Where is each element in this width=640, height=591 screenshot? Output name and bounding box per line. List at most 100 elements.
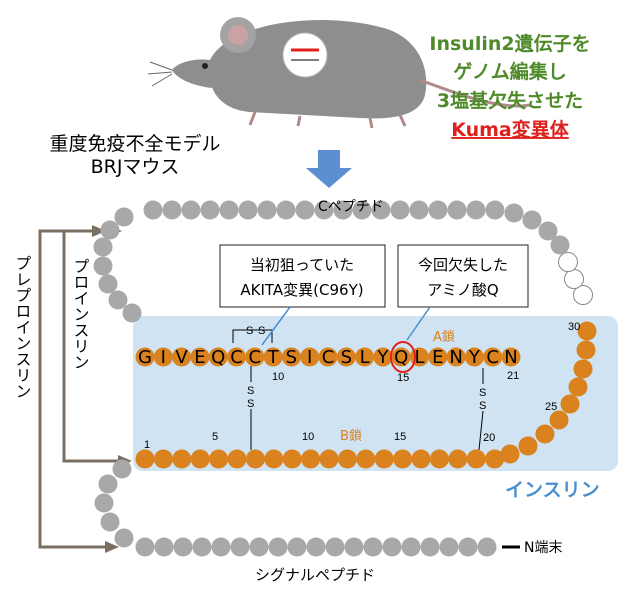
amino-acid-bead	[371, 200, 391, 220]
mouse-model-title: 重度免疫不全モデル	[49, 133, 220, 155]
a-chain-residue: E	[194, 347, 205, 368]
amino-acid-bead	[282, 449, 302, 469]
a-chain-residue: Y	[468, 347, 481, 368]
bracket-arrows	[38, 229, 118, 549]
disulfide-s: S	[479, 387, 486, 399]
amino-acid-bead	[300, 347, 320, 367]
amino-acid-bead	[504, 203, 524, 223]
amino-acid-bead	[333, 200, 353, 220]
amino-acid-bead	[411, 449, 431, 469]
amino-acid-bead	[549, 410, 569, 430]
amino-acid-bead	[466, 449, 486, 469]
amino-acid-bead	[98, 274, 118, 294]
a-chain-residue: I	[307, 347, 312, 368]
amino-acid-bead	[135, 537, 155, 557]
amino-acid-bead	[257, 200, 277, 220]
amino-acid-bead	[355, 347, 375, 367]
amino-acid-bead	[466, 200, 486, 220]
amino-acid-bead	[428, 347, 448, 367]
c-peptide-label: Cペプチド	[318, 199, 384, 215]
a-chain-label: A鎖	[433, 329, 455, 345]
amino-acid-bead	[429, 449, 449, 469]
amino-acid-bead	[190, 449, 210, 469]
amino-acid-bead	[477, 537, 497, 557]
amino-acid-bead	[227, 347, 246, 367]
a-chain-residue: T	[267, 347, 280, 368]
amino-acid-bead	[573, 359, 593, 379]
amino-acid-bead	[373, 347, 393, 367]
a-chain-residue: C	[249, 347, 262, 368]
amino-acid-bead	[190, 347, 210, 367]
a-chain-residue: E	[432, 347, 443, 368]
amino-acid-bead	[98, 474, 118, 494]
amino-acid-bead	[287, 537, 307, 557]
deleted-callout-line2: アミノ酸Q	[427, 281, 499, 299]
disulfide-s: S	[479, 400, 486, 412]
preproinsulin-label: プレプロインスリン	[13, 255, 32, 399]
amino-acid-bead	[483, 347, 503, 367]
a-chain-residue: G	[138, 347, 152, 368]
a-chain-residue: C	[486, 347, 499, 368]
amino-acid-bead	[238, 200, 258, 220]
bead-chain	[93, 200, 597, 557]
amino-acid-bead	[344, 537, 364, 557]
disulfide-s: S	[258, 325, 265, 337]
amino-acid-bead	[153, 347, 173, 367]
amino-acid-bead	[538, 221, 558, 241]
amino-acid-bead	[100, 512, 120, 532]
amino-acid-bead	[94, 493, 114, 513]
amino-acid-bead	[135, 347, 155, 367]
amino-acid-bead	[93, 256, 113, 276]
a-chain-number: 21	[507, 370, 519, 382]
amino-acid-bead	[200, 200, 220, 220]
amino-acid-bead	[108, 290, 128, 310]
amino-acid-bead	[276, 200, 296, 220]
amino-acid-bead	[173, 537, 193, 557]
amino-acid-bead	[577, 321, 597, 341]
amino-acid-bead	[390, 200, 410, 220]
amino-acid-bead	[501, 347, 521, 367]
amino-acid-bead	[211, 537, 231, 557]
amino-acid-bead	[391, 347, 411, 367]
amino-acid-bead	[564, 269, 584, 289]
amino-acid-bead	[263, 347, 283, 367]
amino-acid-bead	[264, 449, 284, 469]
amino-acid-bead	[172, 347, 192, 367]
arrowhead-icon	[92, 225, 106, 237]
amino-acid-bead	[336, 347, 356, 367]
b-chain-number: 20	[483, 432, 495, 444]
a-chain-residue: Q	[211, 347, 225, 368]
a-chain-residue: Q	[394, 347, 408, 368]
akita-pointer	[261, 306, 291, 346]
b-chain-number: 15	[394, 431, 406, 443]
amino-acid-bead	[535, 424, 555, 444]
amino-acid-bead	[356, 449, 376, 469]
disulfide-s: S	[247, 385, 254, 397]
deleted-callout-box	[397, 244, 529, 308]
a-chain-residue: N	[504, 347, 517, 368]
down-arrow-icon	[306, 150, 352, 188]
a-chain-residue: S	[286, 347, 297, 368]
disulfide-bridges	[232, 329, 484, 451]
n-terminus-label: N端末	[524, 540, 562, 556]
amino-acid-bead	[114, 207, 134, 227]
amino-acid-bead	[550, 235, 570, 255]
amino-acid-bead	[448, 449, 468, 469]
proinsulin-label: プロインスリン	[71, 258, 90, 370]
amino-acid-bead	[363, 537, 383, 557]
amino-acid-bead	[100, 220, 120, 240]
amino-acid-bead	[112, 459, 132, 479]
a-chain-residue: S	[341, 347, 352, 368]
amino-acid-bead	[114, 528, 134, 548]
b-chain-number: 25	[545, 401, 557, 413]
akita-callout-box	[219, 244, 386, 308]
a-chain-number: 15	[397, 372, 409, 384]
amino-acid-bead	[374, 449, 394, 469]
a-chain-residue: N	[449, 347, 462, 368]
amino-acid-bead	[209, 449, 229, 469]
amino-acid-bead	[485, 449, 505, 469]
amino-acid-bead	[319, 449, 339, 469]
a-chain-residue: I	[161, 347, 166, 368]
amino-acid-bead	[314, 200, 334, 220]
